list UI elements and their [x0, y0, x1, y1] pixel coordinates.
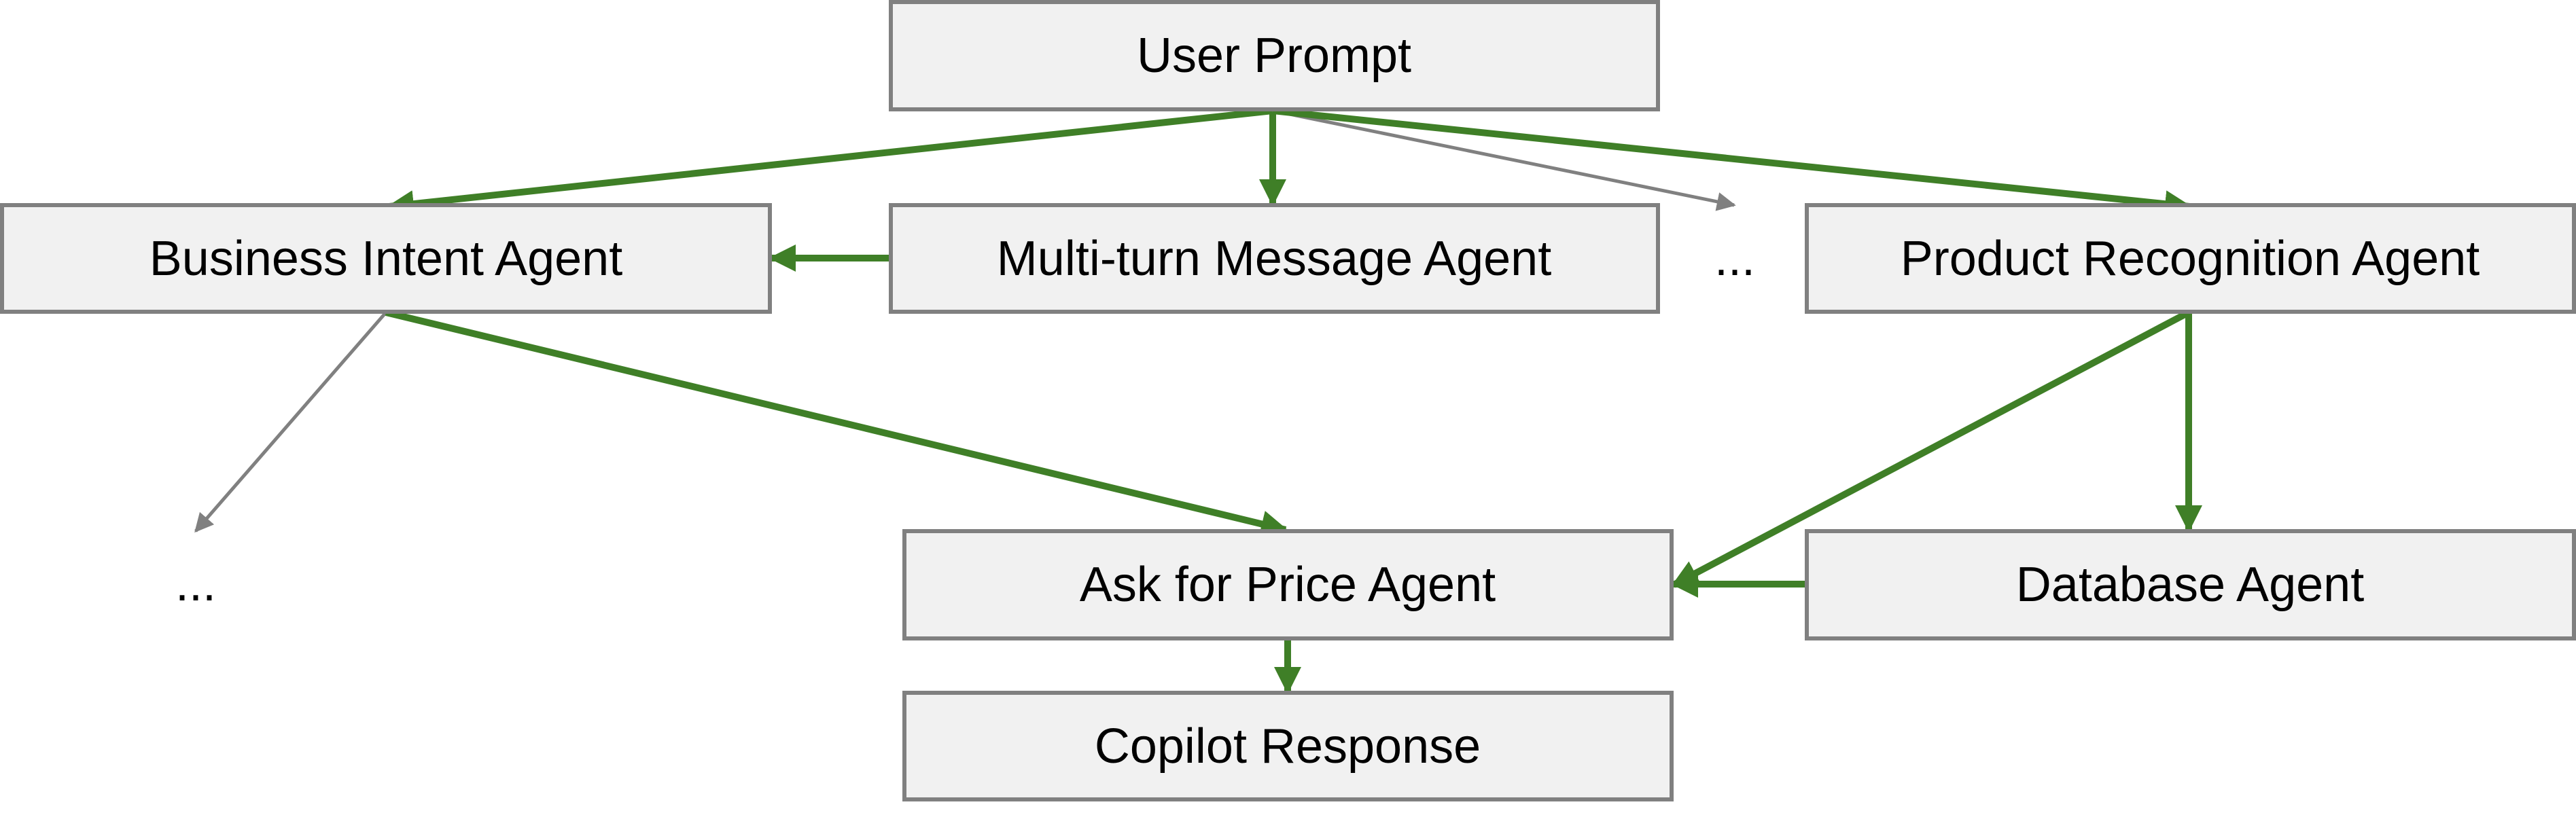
node-multi-turn-message-agent: Multi-turn Message Agent [889, 203, 1660, 314]
node-business-intent-agent: Business Intent Agent [0, 203, 772, 314]
edge-business-intent-to-ellipsis [194, 311, 387, 533]
edge-user-prompt-to-business-intent [387, 107, 1273, 218]
node-user-prompt: User Prompt [889, 0, 1660, 111]
node-database-agent-label: Database Agent [2016, 558, 2364, 612]
node-copilot-response: Copilot Response [902, 691, 1674, 801]
edge-business-intent-to-ask-price [385, 309, 1288, 537]
ellipsis-top: ... [1714, 232, 1755, 286]
edge-user-prompt-to-product-recognition [1272, 107, 2192, 218]
node-copilot-response-label: Copilot Response [1095, 719, 1481, 774]
edge-user-prompt-to-ellipsis [1272, 109, 1736, 211]
node-ask-for-price-agent: Ask for Price Agent [902, 529, 1674, 640]
node-product-recognition-agent: Product Recognition Agent [1805, 203, 2576, 314]
node-product-recognition-agent-label: Product Recognition Agent [1901, 232, 2480, 286]
edges [194, 107, 2202, 694]
node-database-agent: Database Agent [1805, 529, 2576, 640]
node-business-intent-agent-label: Business Intent Agent [149, 232, 622, 286]
node-ask-for-price-agent-label: Ask for Price Agent [1080, 558, 1496, 612]
node-multi-turn-message-agent-label: Multi-turn Message Agent [997, 232, 1551, 286]
ellipsis-left: ... [175, 557, 216, 611]
node-user-prompt-label: User Prompt [1137, 29, 1411, 83]
edge-product-recognition-to-ask-price [1671, 309, 2191, 588]
